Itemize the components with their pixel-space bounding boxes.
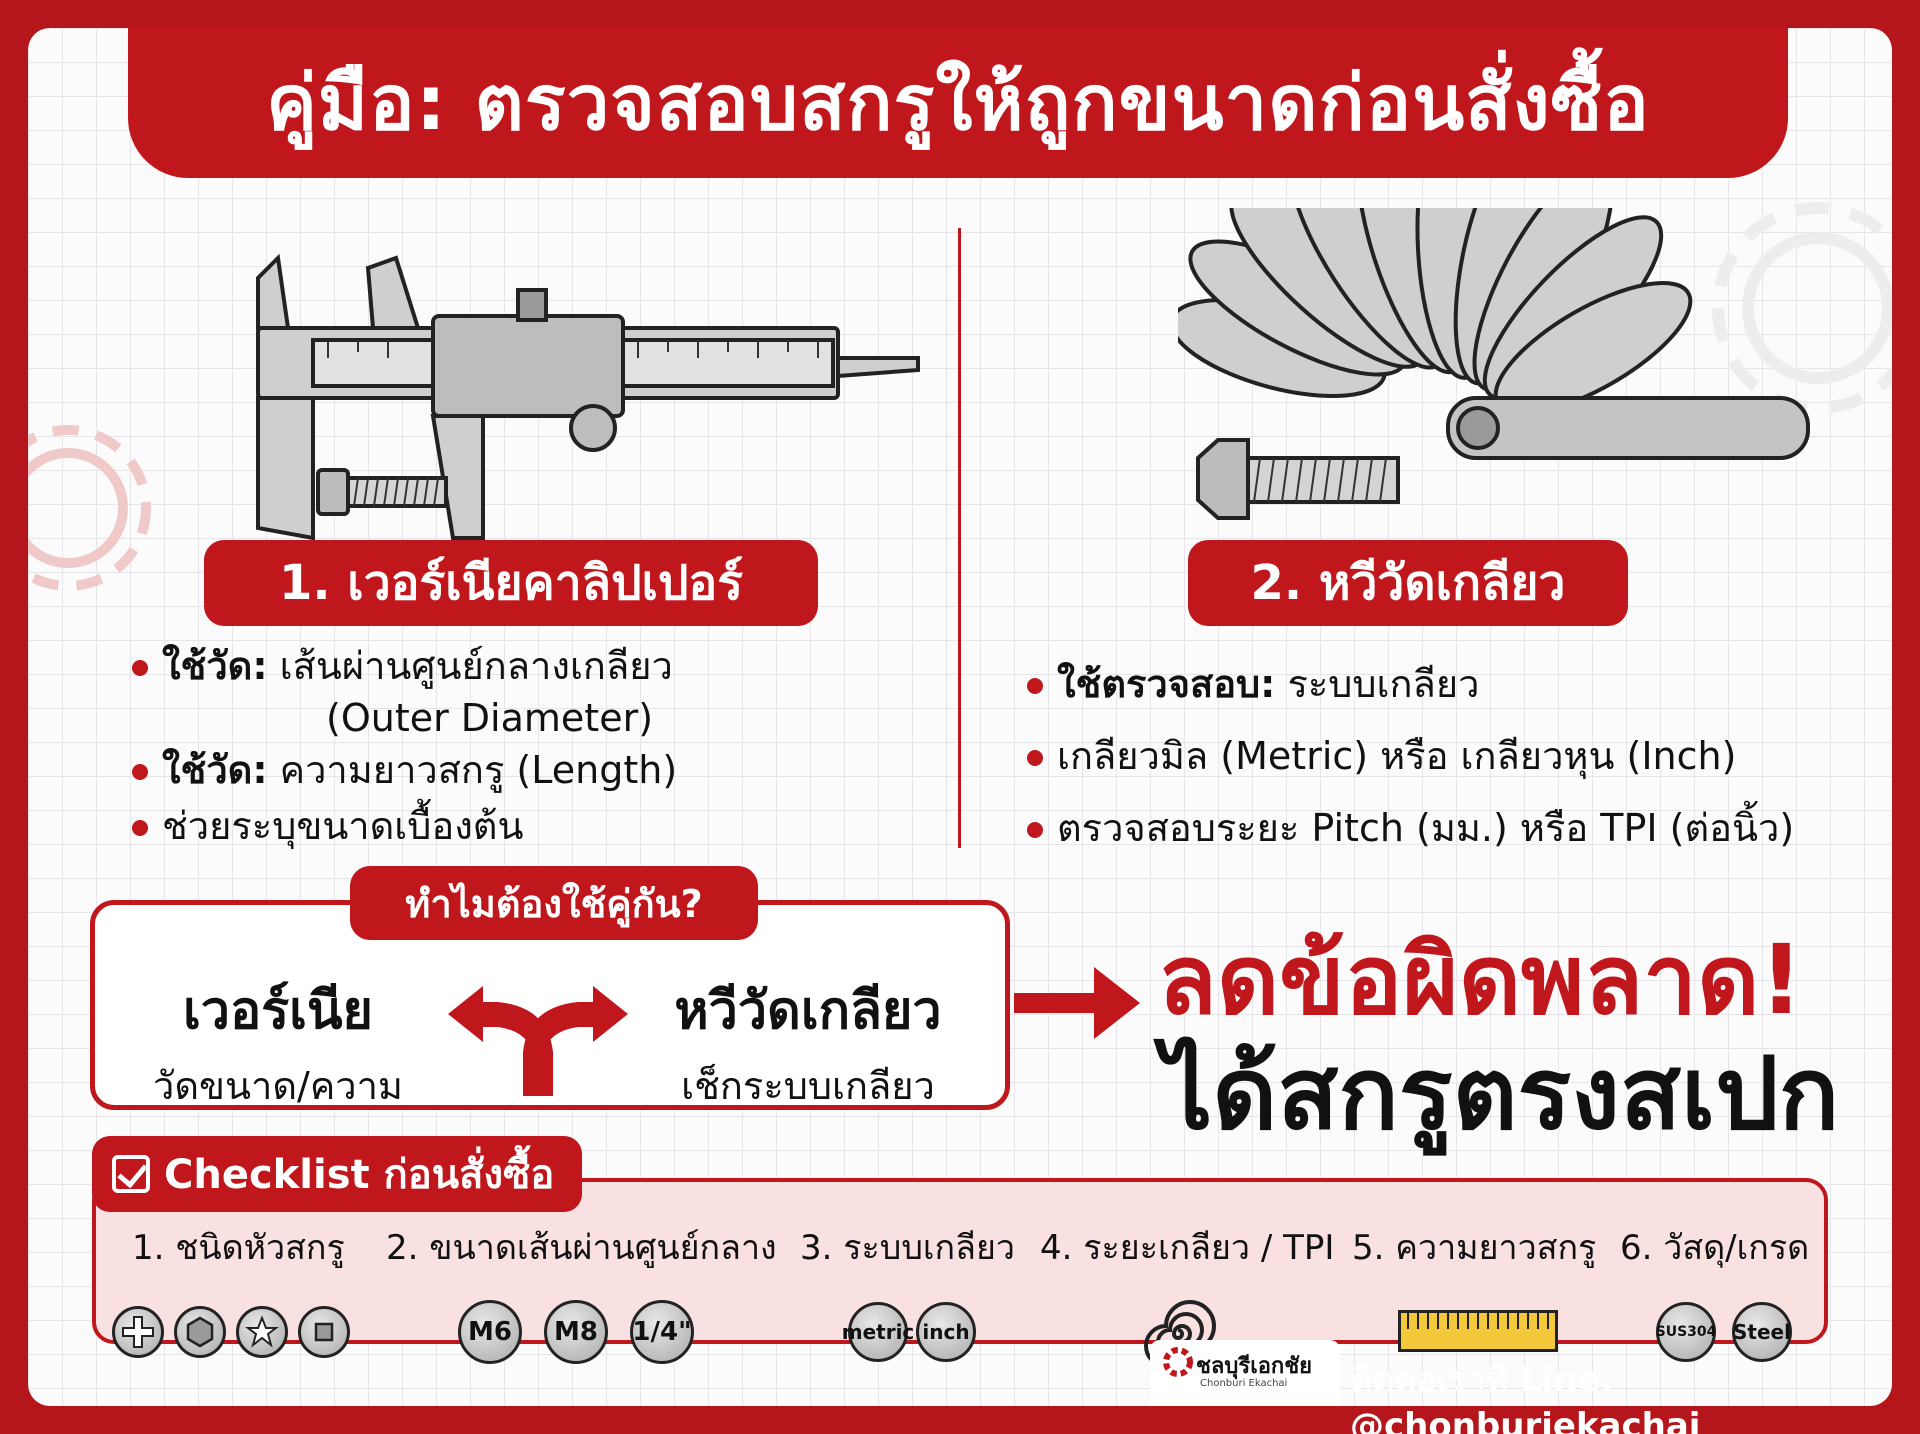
bullet-text: เส้นผ่านศูนย์กลางเกลียว <box>279 644 673 688</box>
bullet-dot-icon <box>1027 678 1043 694</box>
phillips-head-icon <box>112 1306 164 1358</box>
checkbox-checked-icon <box>112 1155 150 1193</box>
checklist-item-thread-system: 3. ระบบเกลียว <box>800 1228 1015 1268</box>
bullet-label: ใช้ตรวจสอบ: <box>1057 662 1276 706</box>
checklist-item-diameter: 2. ขนาดเส้นผ่านศูนย์กลาง <box>386 1228 777 1268</box>
bullet-label: ใช้วัด: <box>162 644 268 688</box>
list-item: เกลียวมิล (Metric) หรือ เกลียวหุน (Inch) <box>1023 730 1863 782</box>
bullet-dot-icon <box>1027 822 1043 838</box>
title-banner: คู่มือ: ตรวจสอบสกรูให้ถูกขนาดก่อนสั่งซื้… <box>128 28 1788 178</box>
page-title: คู่มือ: ตรวจสอบสกรูให้ถูกขนาดก่อนสั่งซื้… <box>266 58 1650 147</box>
square-head-icon <box>298 1306 350 1358</box>
why-right-column: หวีวัดเกลียว เช็กระบบเกลียว <box>648 968 968 1116</box>
bullet-label: ใช้วัด: <box>162 748 268 792</box>
checklist-item-length: 5. ความยาวสกรู <box>1352 1228 1597 1268</box>
size-badge-m6: M6 <box>458 1300 522 1364</box>
why-right-title: หวีวัดเกลียว <box>674 981 942 1041</box>
bullet-text: ช่วยระบุขนาดเบื้องต้น <box>162 804 524 848</box>
result-headline: ลดข้อผิดพลาด! <box>1158 924 1804 1036</box>
vernier-caliper-icon <box>256 253 920 541</box>
why-left-desc: วัดขนาด/ความยาว <box>153 1064 403 1169</box>
list-item: ใช้วัด: ความยาวสกรู (Length) <box>128 744 888 796</box>
bullet-text: ความยาวสกรู (Length) <box>279 748 678 792</box>
list-item: ตรวจสอบระยะ Pitch (มม.) หรือ TPI (ต่อนิ้… <box>1023 802 1863 854</box>
bullet-text: ระบบเกลียว <box>1287 662 1480 706</box>
right-arrow-icon <box>1014 967 1140 1039</box>
result-subline: ได้สกรูตรงสเปก <box>1162 1035 1840 1152</box>
checklist-item-head-type: 1. ชนิดหัวสกรู <box>132 1228 345 1268</box>
gear-decoration-right-icon <box>1712 202 1892 414</box>
section1-bullet-list: ใช้วัด: เส้นผ่านศูนย์กลางเกลียว (Outer D… <box>128 640 888 852</box>
bullet-dot-icon <box>1027 750 1043 766</box>
system-badge-metric: metric <box>842 1302 914 1362</box>
material-badge-steel: Steel <box>1732 1302 1792 1362</box>
bullet-dot-icon <box>132 820 148 836</box>
thread-gauge-icon <box>1178 208 1810 520</box>
gear-decoration-left-icon <box>28 425 151 591</box>
brand-subtitle: Chonburi Ekachai <box>1200 1378 1288 1389</box>
bullet-dot-icon <box>132 660 148 676</box>
merge-arrows-icon <box>448 986 628 1096</box>
bullet-text: เกลียวมิล (Metric) หรือ เกลียวหุน (Inch) <box>1057 734 1737 778</box>
list-item: ช่วยระบุขนาดเบื้องต้น <box>128 800 888 852</box>
checklist-item-material: 6. วัสดุ/เกรด <box>1620 1228 1810 1268</box>
list-item: ใช้ตรวจสอบ: ระบบเกลียว <box>1023 658 1863 710</box>
section1-title: 1. เวอร์เนียคาลิปเปอร์ <box>204 540 818 626</box>
bullet-dot-icon <box>132 764 148 780</box>
system-badge-inch: inch <box>916 1302 976 1362</box>
infographic-canvas: คู่มือ: ตรวจสอบสกรูให้ถูกขนาดก่อนสั่งซื้… <box>28 28 1892 1406</box>
why-left-title: เวอร์เนีย <box>183 981 373 1041</box>
section-divider <box>958 228 961 848</box>
list-item: ใช้วัด: เส้นผ่านศูนย์กลางเกลียว (Outer D… <box>128 640 888 744</box>
bullet-text-extra: (Outer Diameter) <box>326 696 654 740</box>
torx-head-icon <box>236 1306 288 1358</box>
section2-bullet-list: ใช้ตรวจสอบ: ระบบเกลียว เกลียวมิล (Metric… <box>1023 658 1863 874</box>
why-left-column: เวอร์เนีย วัดขนาด/ความยาว <box>148 968 408 1177</box>
ruler-icon <box>1398 1310 1558 1352</box>
contact-line-link[interactable]: ติดต่อเราที่ Line: @chonburiekachai <box>1350 1360 1701 1434</box>
checklist-title-pill: Checklist ก่อนสั่งซื้อ <box>92 1136 582 1212</box>
size-badge-quarter-inch: 1/4" <box>630 1300 694 1364</box>
bullet-text: ตรวจสอบระยะ Pitch (มม.) หรือ TPI (ต่อนิ้… <box>1057 806 1795 850</box>
why-right-desc: เช็กระบบเกลียว <box>681 1064 935 1108</box>
brand-name: ชลบุรีเอกชัย <box>1196 1354 1313 1379</box>
material-badge-sus304: SUS304 <box>1656 1302 1716 1362</box>
why-title: ทำไมต้องใช้คู่กัน? <box>350 866 758 940</box>
size-badge-m8: M8 <box>544 1300 608 1364</box>
checklist-item-pitch: 4. ระยะเกลียว / TPI <box>1040 1228 1335 1268</box>
brand-gear-icon <box>1163 1347 1193 1377</box>
thread-spiral-icon <box>1144 1300 1216 1368</box>
hex-head-icon <box>174 1306 226 1358</box>
section2-title: 2. หวีวัดเกลียว <box>1188 540 1628 626</box>
checklist-title: Checklist ก่อนสั่งซื้อ <box>164 1152 555 1198</box>
